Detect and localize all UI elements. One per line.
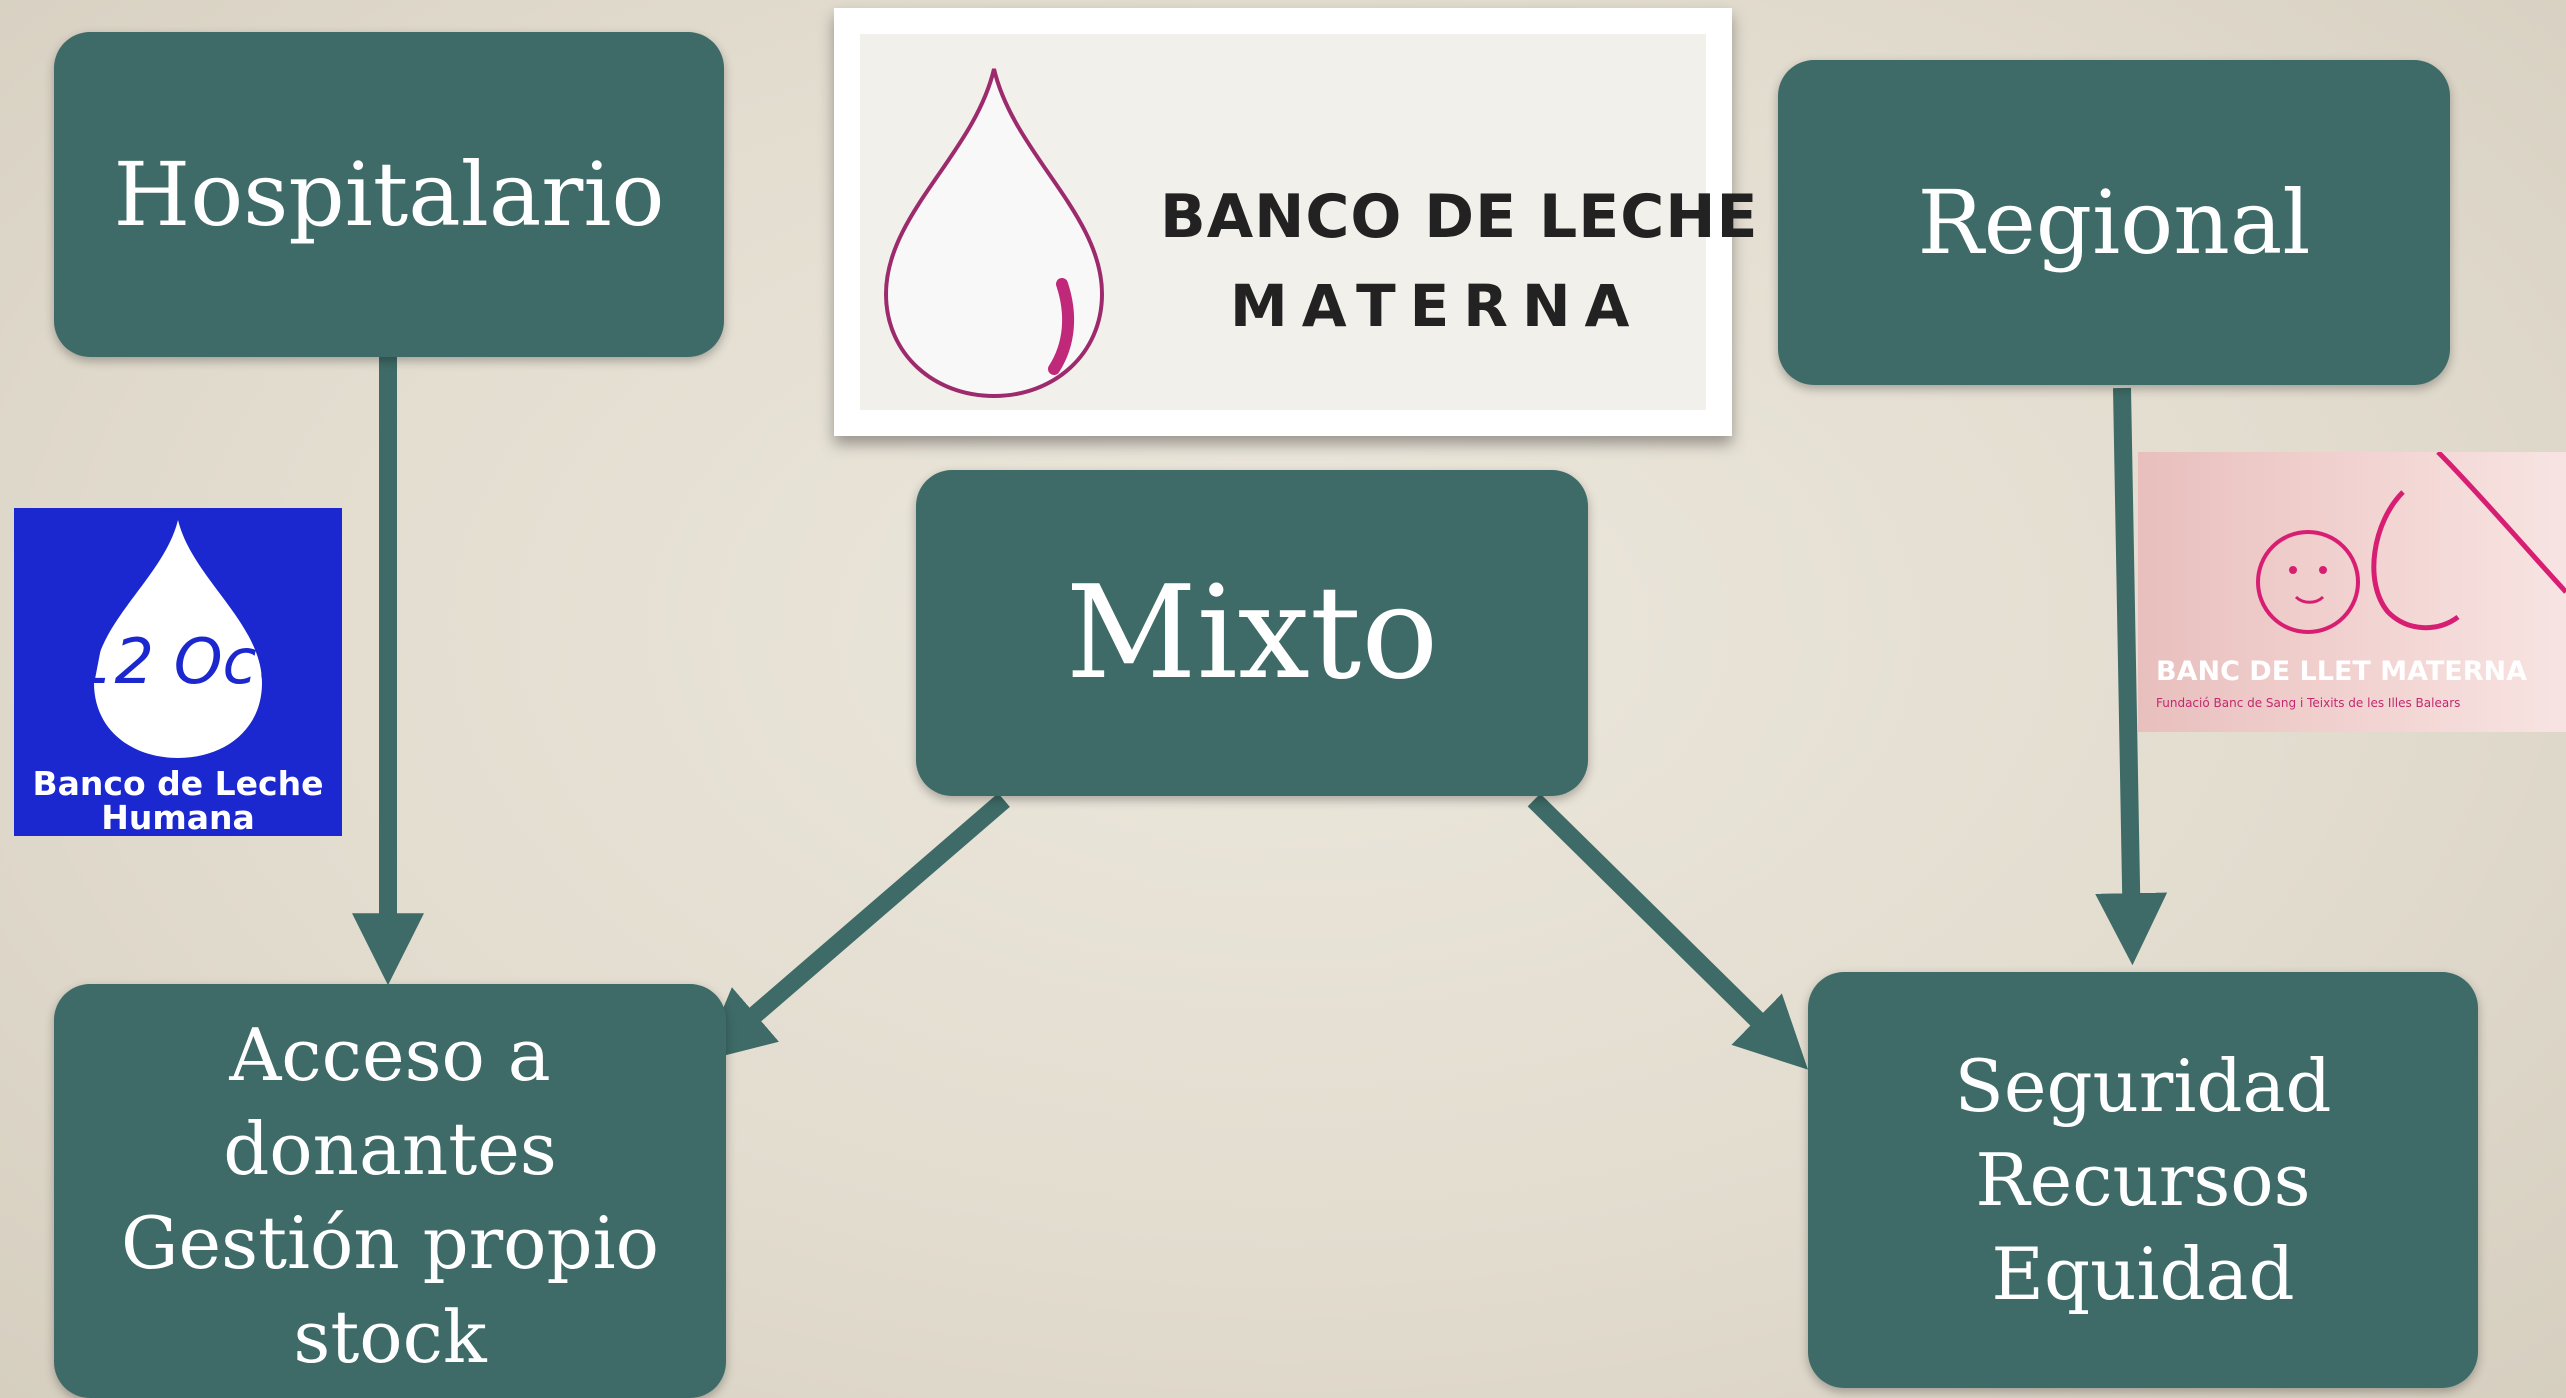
seguridad-line-2: Recursos [1975, 1138, 2311, 1222]
banco-leche-title: BANCO DE LECHE [1160, 182, 1759, 252]
acceso-line-2: Gestión propio [121, 1201, 659, 1285]
banc-llet-subtitle: Fundació Banc de Sang i Teixits de les I… [2156, 696, 2461, 710]
humana-drop-icon: 12 Oct [75, 520, 284, 758]
acceso-box: Acceso a donantes Gestión propio stock [54, 984, 726, 1398]
hospitalario-label: Hospitalario [113, 143, 665, 246]
humana-line1: Banco de Leche [32, 764, 324, 803]
milk-drop-icon [883, 68, 1105, 399]
humana-line2: Humana [101, 798, 255, 837]
seguridad-line-1: Seguridad [1954, 1044, 2332, 1128]
banco-leche-materna-logo: BANCO DE LECHE MATERNA [834, 8, 1757, 436]
banc-llet-title: BANC DE LLET MATERNA [2156, 656, 2528, 687]
seguridad-box: Seguridad Recursos Equidad [1808, 972, 2478, 1388]
arrow-mixto-to-acceso [700, 793, 1010, 1062]
mixto-box: Mixto [916, 470, 1588, 796]
banco-leche-humana-logo: 12 Oct Banco de Leche Humana [14, 508, 342, 837]
baby-breast-icon [2256, 452, 2566, 634]
hospitalario-box: Hospitalario [54, 32, 724, 357]
drop-text: 12 Oct [75, 625, 283, 698]
acceso-line-3: stock [293, 1295, 487, 1379]
mixto-label: Mixto [1065, 558, 1439, 708]
regional-label: Regional [1917, 171, 2311, 274]
logo-card-inner: BANCO DE LECHE MATERNA [860, 34, 1757, 410]
seguridad-line-3: Equidad [1991, 1232, 2295, 1316]
arrow-regional-to-seguridad [2095, 387, 2168, 966]
arrow-mixto-to-seguridad [1527, 793, 1808, 1070]
materna-title: MATERNA [1230, 272, 1644, 340]
banc-llet-materna-logo: BANC DE LLET MATERNA Fundació Banc de Sa… [2138, 452, 2566, 732]
regional-box: Regional [1778, 60, 2450, 385]
acceso-line-1: Acceso a donantes [223, 1013, 557, 1191]
